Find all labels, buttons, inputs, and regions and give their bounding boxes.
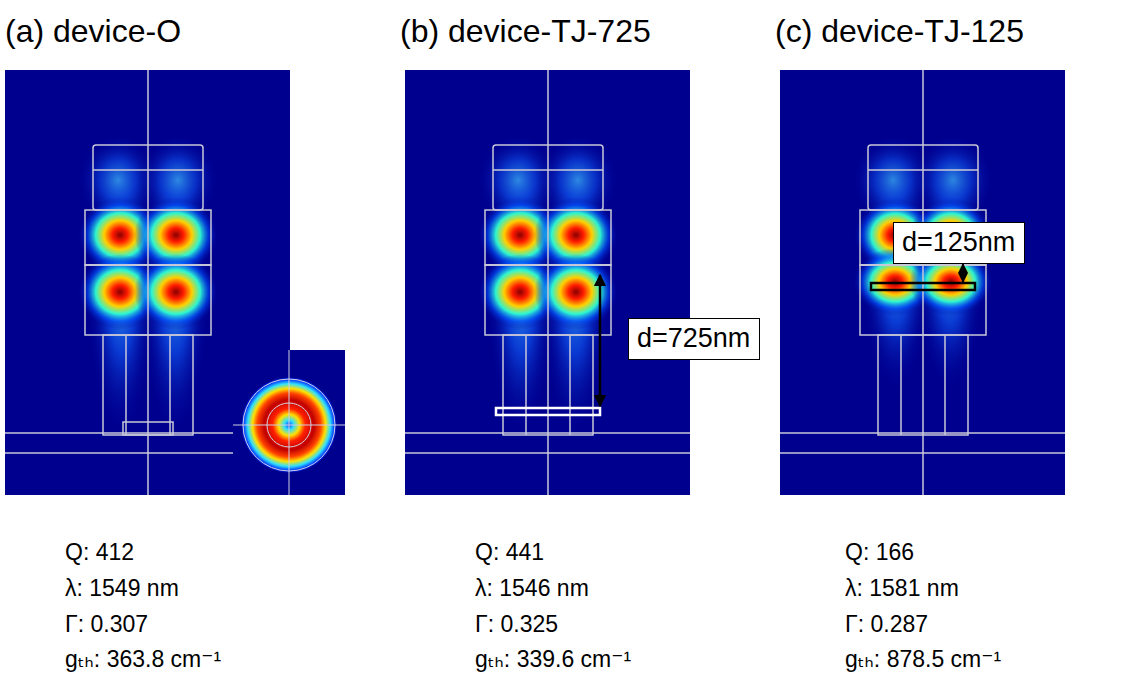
panel-title: (a) device-O	[5, 14, 181, 49]
distance-arrow	[599, 275, 602, 406]
dimension-box: d=725nm	[628, 318, 760, 360]
simulation-value: Q: 441	[475, 540, 544, 565]
mode-cross-section-inset	[233, 350, 345, 495]
pillar-outline	[780, 70, 1065, 495]
simulation-value: Γ: 0.307	[65, 612, 148, 637]
simulation-value: gₜₕ: 878.5 cm⁻¹	[845, 647, 1001, 672]
dimension-box: d=125nm	[893, 222, 1025, 264]
panel-title: (c) device-TJ-125	[775, 14, 1024, 49]
simulation-value: gₜₕ: 339.6 cm⁻¹	[475, 647, 631, 672]
simulation-value: λ: 1549 nm	[65, 576, 179, 601]
tunnel-junction	[871, 283, 975, 290]
simulation-value: Γ: 0.325	[475, 612, 558, 637]
simulation-value: gₜₕ: 363.8 cm⁻¹	[65, 647, 221, 672]
tunnel-junction	[496, 408, 600, 415]
simulation-value: Q: 412	[65, 540, 134, 565]
distance-arrow	[962, 264, 964, 282]
field-panel	[780, 70, 1065, 495]
simulation-value: Q: 166	[845, 540, 914, 565]
pillar-outline	[405, 70, 690, 495]
field-panel	[405, 70, 690, 495]
panel-title: (b) device-TJ-725	[400, 14, 651, 49]
dimension-label: d=725nm	[637, 324, 751, 354]
dimension-label: d=125nm	[902, 228, 1016, 258]
simulation-value: Γ: 0.287	[845, 612, 928, 637]
simulation-value: λ: 1581 nm	[845, 576, 959, 601]
simulation-value: λ: 1546 nm	[475, 576, 589, 601]
